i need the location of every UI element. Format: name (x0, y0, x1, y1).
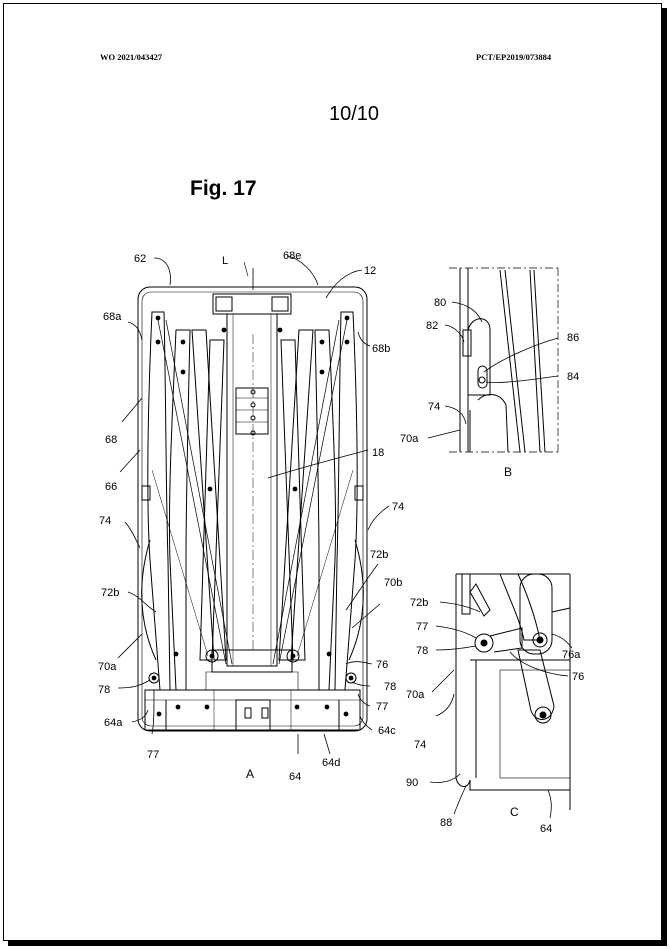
ref-label: 72b (410, 597, 428, 609)
ref-label: 82 (426, 320, 438, 332)
ref-label: 77 (376, 701, 388, 713)
ref-label: 72b (101, 587, 119, 599)
reference-labels: 62 L 68e 12 68a 68b 68 66 18 74 74 72b 7… (98, 250, 584, 835)
ref-label: 90 (406, 777, 418, 789)
ref-label: L (222, 255, 228, 267)
ref-label: 62 (134, 253, 146, 265)
ref-label: 74 (414, 739, 426, 751)
ref-label: 70a (98, 661, 117, 673)
ref-label: 12 (364, 265, 376, 277)
ref-label: 80 (434, 297, 446, 309)
ref-label: 68e (283, 250, 301, 262)
view-label-b: B (504, 465, 512, 479)
ref-label: 76 (376, 659, 388, 671)
main-view-drawing (138, 262, 367, 731)
ref-label: 77 (416, 621, 428, 633)
ref-label: 64c (378, 725, 396, 737)
ref-label: 70a (406, 689, 425, 701)
ref-label: 66 (105, 481, 117, 493)
ref-label: 78 (98, 684, 110, 696)
view-label-a: A (246, 767, 254, 781)
view-label-c: C (510, 805, 519, 819)
ref-label: 74 (99, 515, 111, 527)
ref-label: 70b (384, 577, 402, 589)
ref-label: 74 (428, 401, 440, 413)
ref-label: 86 (567, 332, 579, 344)
ref-label: 64a (104, 717, 123, 729)
ref-label: 68b (372, 343, 390, 355)
ref-label: 88 (440, 817, 452, 829)
ref-label: 68 (105, 434, 117, 446)
ref-label: 70a (400, 433, 419, 445)
ref-label: 64 (289, 771, 301, 783)
ref-label: 64 (540, 823, 552, 835)
ref-label: 78 (384, 681, 396, 693)
ref-label: 74 (392, 501, 404, 513)
ref-label: 64d (322, 757, 340, 769)
ref-label: 78 (416, 645, 428, 657)
ref-label: 84 (567, 371, 579, 383)
ref-label: 72b (370, 549, 388, 561)
ref-label: 76 (572, 671, 584, 683)
ref-label: 77 (147, 749, 159, 761)
ref-label: 18 (372, 447, 384, 459)
ref-label: 68a (103, 311, 122, 323)
ref-label: 76a (562, 649, 581, 661)
